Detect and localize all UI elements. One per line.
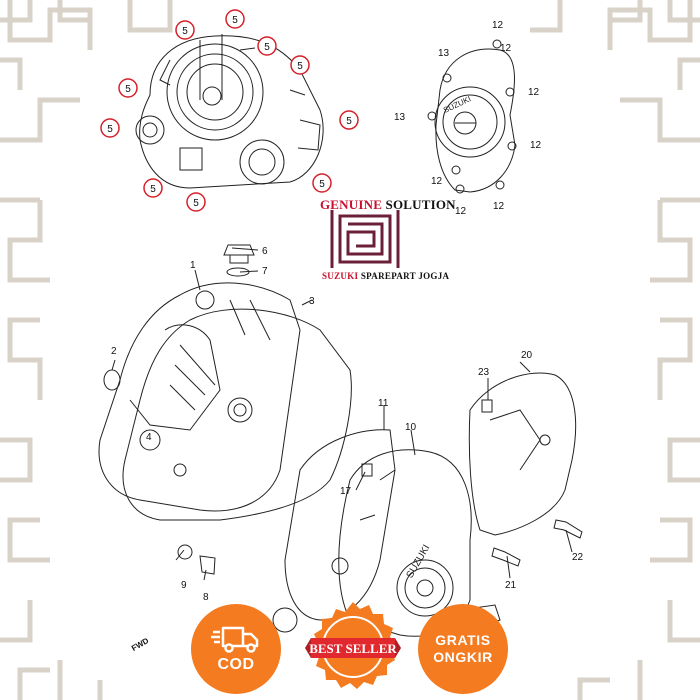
callout-12-e: 12 [493,201,505,212]
best-seller-label: BEST SELLER [309,641,397,656]
callouts-top-right: 12 13 12 13 12 12 12 12 12 SUZUKI [394,20,542,217]
free-shipping-badge: GRATIS ONGKIR [418,604,508,694]
sprocket-cover [468,372,577,536]
brand-subtitle-word1: SUZUKI [322,271,359,281]
callout-5-e: 5 [125,84,131,95]
free-shipping-line1: GRATIS [435,632,491,648]
callout-10: 10 [405,422,417,433]
callout-21: 21 [505,580,517,591]
callout-7: 7 [262,266,268,277]
callout-22: 22 [572,552,584,563]
callout-13-a: 13 [438,48,450,59]
oil-seal-bottom [272,607,298,633]
callout-12-a: 12 [528,87,540,98]
generator-cover-main [331,449,472,637]
brand-title-word1: GENUINE [320,197,383,212]
callout-5-i: 5 [193,198,199,209]
spacer [481,399,493,413]
callout-5-j: 5 [319,179,325,190]
callout-5-f: 5 [107,124,113,135]
callout-5-b: 5 [232,15,238,26]
drawing-lines [98,34,583,637]
cod-badge: COD [191,604,281,694]
free-shipping-line2: ONGKIR [433,649,493,665]
callout-6: 6 [262,246,268,257]
callout-5-d: 5 [297,61,303,72]
brand-title-word2: SOLUTION [385,197,456,212]
callout-23: 23 [478,367,490,378]
callout-12-d: 12 [455,206,467,217]
callout-12-f: 12 [500,43,512,54]
callout-12-b: 12 [530,140,542,151]
callout-5-g: 5 [346,116,352,127]
callout-13-b: 13 [394,112,406,123]
callout-5-h: 5 [150,184,156,195]
generator-cover-top [427,39,517,194]
callout-11: 11 [378,398,389,409]
shop-logo-mark [330,210,400,268]
callout-12-top: 12 [492,20,504,31]
callout-20: 20 [521,350,533,361]
clutch-cover-main [98,282,301,512]
callout-5-c: 5 [264,42,270,53]
seal-icon [305,602,401,689]
dowel-pin [361,463,373,477]
callout-4: 4 [146,432,152,443]
callout-12-c: 12 [431,176,443,187]
delivery-truck-icon [211,626,259,653]
oil-seal [103,369,121,391]
callout-8: 8 [203,592,209,603]
brand-title: GENUINE SOLUTION [320,197,456,213]
oil-filler-cap [223,244,255,277]
clutch-gasket [122,308,352,521]
drain-bolt [177,544,216,575]
callout-2: 2 [111,346,117,357]
callout-1: 1 [190,260,196,271]
bolt-22 [553,519,583,539]
bolt-21 [491,547,521,567]
cover-brand-text-main: SUZUKI [405,543,433,580]
clutch-cover-top [135,34,324,189]
generator-gasket [284,429,396,621]
callout-3: 3 [309,296,315,307]
callouts-5: 5 5 5 5 5 5 5 5 5 5 [100,9,359,212]
callout-5-a: 5 [182,26,188,37]
best-seller-badge: BEST SELLER [305,602,401,689]
brand-subtitle: SUZUKI SPAREPART JOGJA [322,271,449,281]
brand-subtitle-word2: SPAREPART JOGJA [360,271,450,281]
callout-9: 9 [181,580,187,591]
cod-label: COD [217,656,255,673]
callout-17: 17 [340,486,352,497]
